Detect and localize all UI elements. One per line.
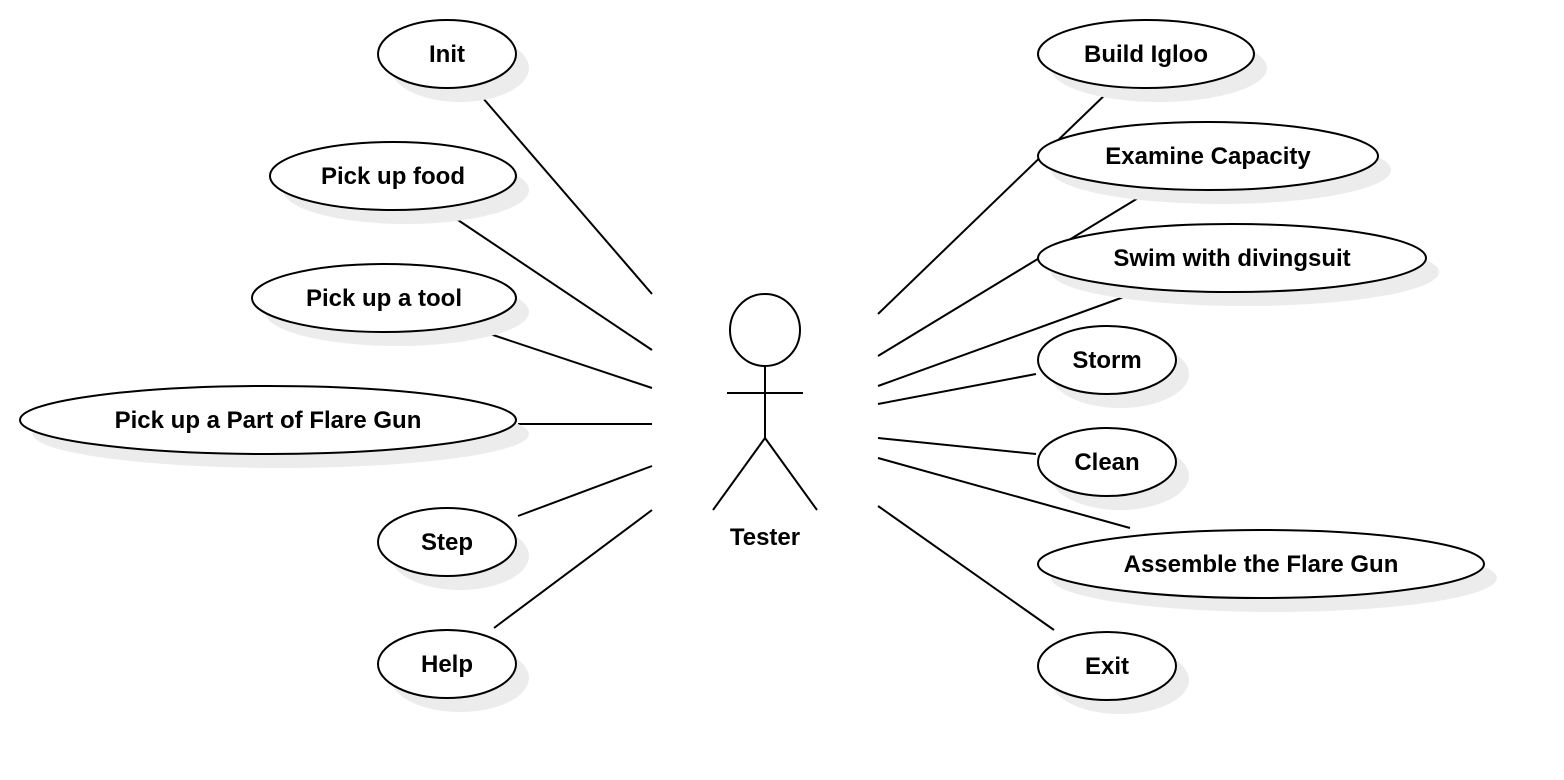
- use-case-label: Pick up a tool: [306, 285, 462, 312]
- use-case-label: Help: [421, 651, 473, 678]
- use-case-label: Examine Capacity: [1105, 143, 1311, 170]
- use-case-pick-up-food[interactable]: Pick up food: [269, 141, 529, 224]
- use-case-storm[interactable]: Storm: [1037, 325, 1189, 408]
- association-pick-up-a-tool: [489, 333, 653, 389]
- association-init: [475, 89, 653, 295]
- use-case-label: Storm: [1072, 347, 1141, 374]
- association-storm: [877, 373, 1037, 405]
- use-case-label: Swim with divingsuit: [1113, 245, 1350, 272]
- use-case-label: Pick up food: [321, 163, 465, 190]
- actor-head: [729, 293, 801, 367]
- association-step: [517, 465, 653, 517]
- association-build-igloo: [877, 89, 1111, 315]
- use-case-pick-up-a-part-of-flare-gun[interactable]: Pick up a Part of Flare Gun: [19, 385, 529, 468]
- association-swim-with-divingsuit: [877, 293, 1133, 387]
- use-case-label: Init: [429, 41, 465, 68]
- association-help: [493, 509, 653, 629]
- use-case-label: Assemble the Flare Gun: [1124, 551, 1399, 578]
- association-clean: [877, 437, 1037, 455]
- association-examine-capacity: [877, 191, 1149, 357]
- use-case-init[interactable]: Init: [377, 19, 529, 102]
- actor-tester[interactable]: Tester: [712, 293, 818, 551]
- use-case-exit[interactable]: Exit: [1037, 631, 1189, 714]
- use-case-label: Pick up a Part of Flare Gun: [115, 407, 422, 434]
- actor-right-leg: [764, 437, 818, 511]
- actor-left-leg: [712, 437, 766, 511]
- use-case-step[interactable]: Step: [377, 507, 529, 590]
- use-case-swim-with-divingsuit[interactable]: Swim with divingsuit: [1037, 223, 1439, 306]
- association-exit: [877, 505, 1055, 631]
- use-case-pick-up-a-tool[interactable]: Pick up a tool: [251, 263, 529, 346]
- use-case-label: Build Igloo: [1084, 41, 1208, 68]
- use-case-label: Step: [421, 529, 473, 556]
- use-case-label: Clean: [1074, 449, 1139, 476]
- use-case-build-igloo[interactable]: Build Igloo: [1037, 19, 1267, 102]
- use-case-label: Exit: [1085, 653, 1129, 680]
- association-pick-up-food: [445, 211, 653, 351]
- actor-name: Tester: [730, 524, 800, 551]
- use-case-assemble-the-flare-gun[interactable]: Assemble the Flare Gun: [1037, 529, 1497, 612]
- use-case-help[interactable]: Help: [377, 629, 529, 712]
- association-assemble-the-flare-gun: [877, 457, 1131, 529]
- use-case-clean[interactable]: Clean: [1037, 427, 1189, 510]
- use-case-examine-capacity[interactable]: Examine Capacity: [1037, 121, 1391, 204]
